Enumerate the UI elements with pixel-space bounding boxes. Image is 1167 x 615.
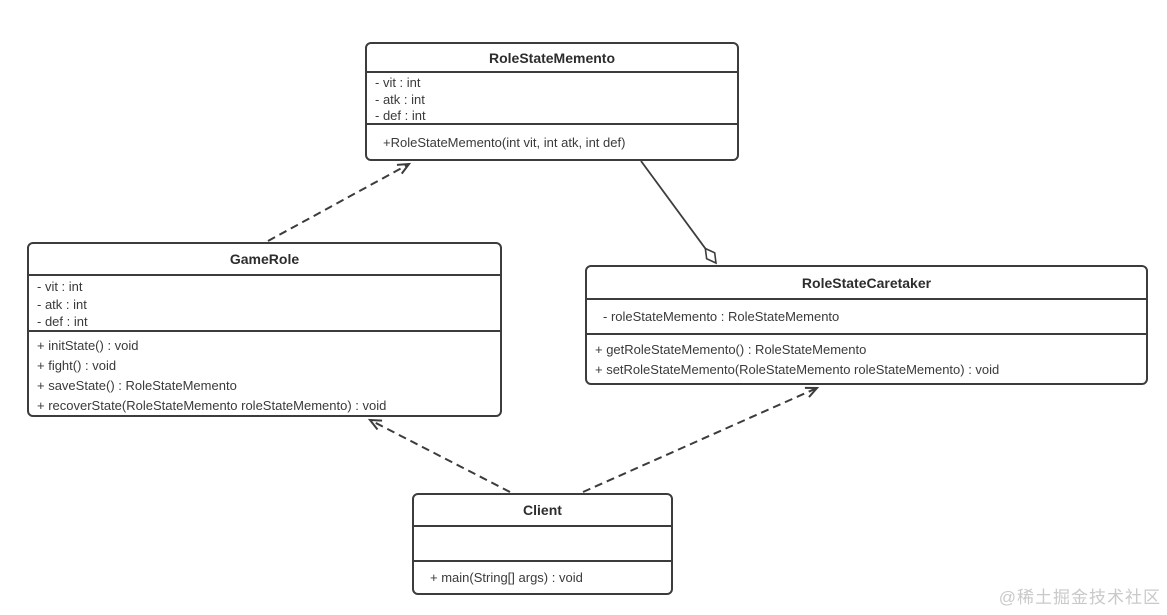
aggregation-link-rolestatememento-to-rolestatecaretaker (640, 160, 717, 265)
field: - vit : int (375, 75, 421, 90)
class-box-rolestatecaretaker: RoleStateCaretaker - roleStateMemento : … (585, 265, 1148, 385)
fields-compartment: - vit : int - atk : int - def : int (367, 71, 737, 123)
class-title: RoleStateMemento (488, 49, 616, 66)
method: + fight() : void (37, 358, 117, 373)
class-title: RoleStateCaretaker (801, 274, 932, 291)
class-box-gamerole: GameRole - vit : int - atk : int - def :… (27, 242, 502, 417)
method: + recoverState(RoleStateMemento roleStat… (37, 398, 387, 413)
dependency-arrow-client-to-rolestatecaretaker (582, 386, 820, 493)
class-title: GameRole (229, 251, 300, 267)
class-box-rolestatememento: RoleStateMemento - vit : int - atk : int… (365, 42, 739, 161)
method: + saveState() : RoleStateMemento (37, 378, 237, 393)
methods-compartment: + main(String[] args) : void (414, 560, 671, 593)
method: +RoleStateMemento(int vit, int atk, int … (383, 134, 626, 150)
method: + main(String[] args) : void (430, 570, 583, 585)
methods-compartment: + getRoleStateMemento() : RoleStateMemen… (587, 333, 1146, 383)
class-title: Client (523, 502, 562, 518)
field: - atk : int (37, 296, 87, 312)
method: + initState() : void (37, 338, 139, 353)
dependency-arrow-client-to-gamerole (367, 418, 511, 493)
field: - atk : int (375, 91, 425, 107)
field: - def : int (37, 314, 88, 329)
fields-compartment: - vit : int - atk : int - def : int (29, 274, 500, 330)
fields-compartment-empty (414, 525, 671, 560)
methods-compartment: + initState() : void + fight() : void + … (29, 330, 500, 415)
dependency-arrow-gamerole-to-rolestatememento (267, 162, 412, 242)
field: - def : int (375, 108, 426, 123)
field: - vit : int (37, 279, 83, 294)
watermark: @稀土掘金技术社区 (998, 588, 1161, 607)
class-box-client: Client + main(String[] args) : void (412, 493, 673, 595)
methods-compartment: +RoleStateMemento(int vit, int atk, int … (367, 123, 737, 159)
method: + setRoleStateMemento(RoleStateMemento r… (595, 362, 1000, 377)
field: - roleStateMemento : RoleStateMemento (603, 309, 840, 324)
method: + getRoleStateMemento() : RoleStateMemen… (595, 342, 867, 357)
fields-compartment: - roleStateMemento : RoleStateMemento (587, 298, 1146, 333)
